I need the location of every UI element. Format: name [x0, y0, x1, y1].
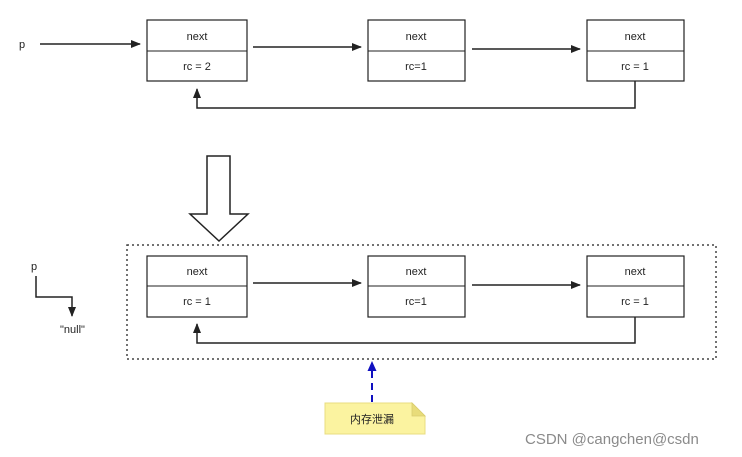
- bottom-pointer-arrow: [35, 276, 76, 317]
- bottom-pointer-label: p: [31, 261, 37, 273]
- top-node-3: next rc = 1: [586, 19, 685, 82]
- bottom-node-1: next rc = 1: [146, 255, 248, 318]
- bottom-node-3-next: next: [625, 266, 646, 278]
- leaked-cycle-boundary: [126, 244, 717, 360]
- transition-arrow: [188, 155, 250, 243]
- top-node-2-rc: rc=1: [405, 61, 427, 73]
- bottom-cycle-back-arrow: [193, 317, 636, 344]
- top-node-1: next rc = 2: [146, 19, 248, 82]
- top-node-2: next rc=1: [367, 19, 466, 82]
- bottom-node-3-rc: rc = 1: [621, 296, 649, 308]
- bottom-node-2-rc: rc=1: [405, 296, 427, 308]
- bottom-node-1-rc: rc = 1: [183, 296, 211, 308]
- top-node-1-next: next: [187, 31, 208, 43]
- top-node-1-rc: rc = 2: [183, 61, 211, 73]
- watermark: CSDN @cangchen@csdn: [525, 431, 699, 448]
- bottom-node-2: next rc=1: [367, 255, 466, 318]
- leak-note: 内存泄漏: [324, 402, 426, 435]
- top-node-3-next: next: [625, 31, 646, 43]
- bottom-node-2-next: next: [406, 266, 427, 278]
- null-label: "null": [60, 324, 85, 336]
- bottom-node-3: next rc = 1: [586, 255, 685, 318]
- top-node-2-next: next: [406, 31, 427, 43]
- top-cycle-back-arrow: [193, 81, 636, 109]
- top-node-3-rc: rc = 1: [621, 61, 649, 73]
- leak-note-text: 内存泄漏: [350, 412, 394, 426]
- bottom-node-1-next: next: [187, 266, 208, 278]
- top-pointer-label: p: [19, 39, 25, 51]
